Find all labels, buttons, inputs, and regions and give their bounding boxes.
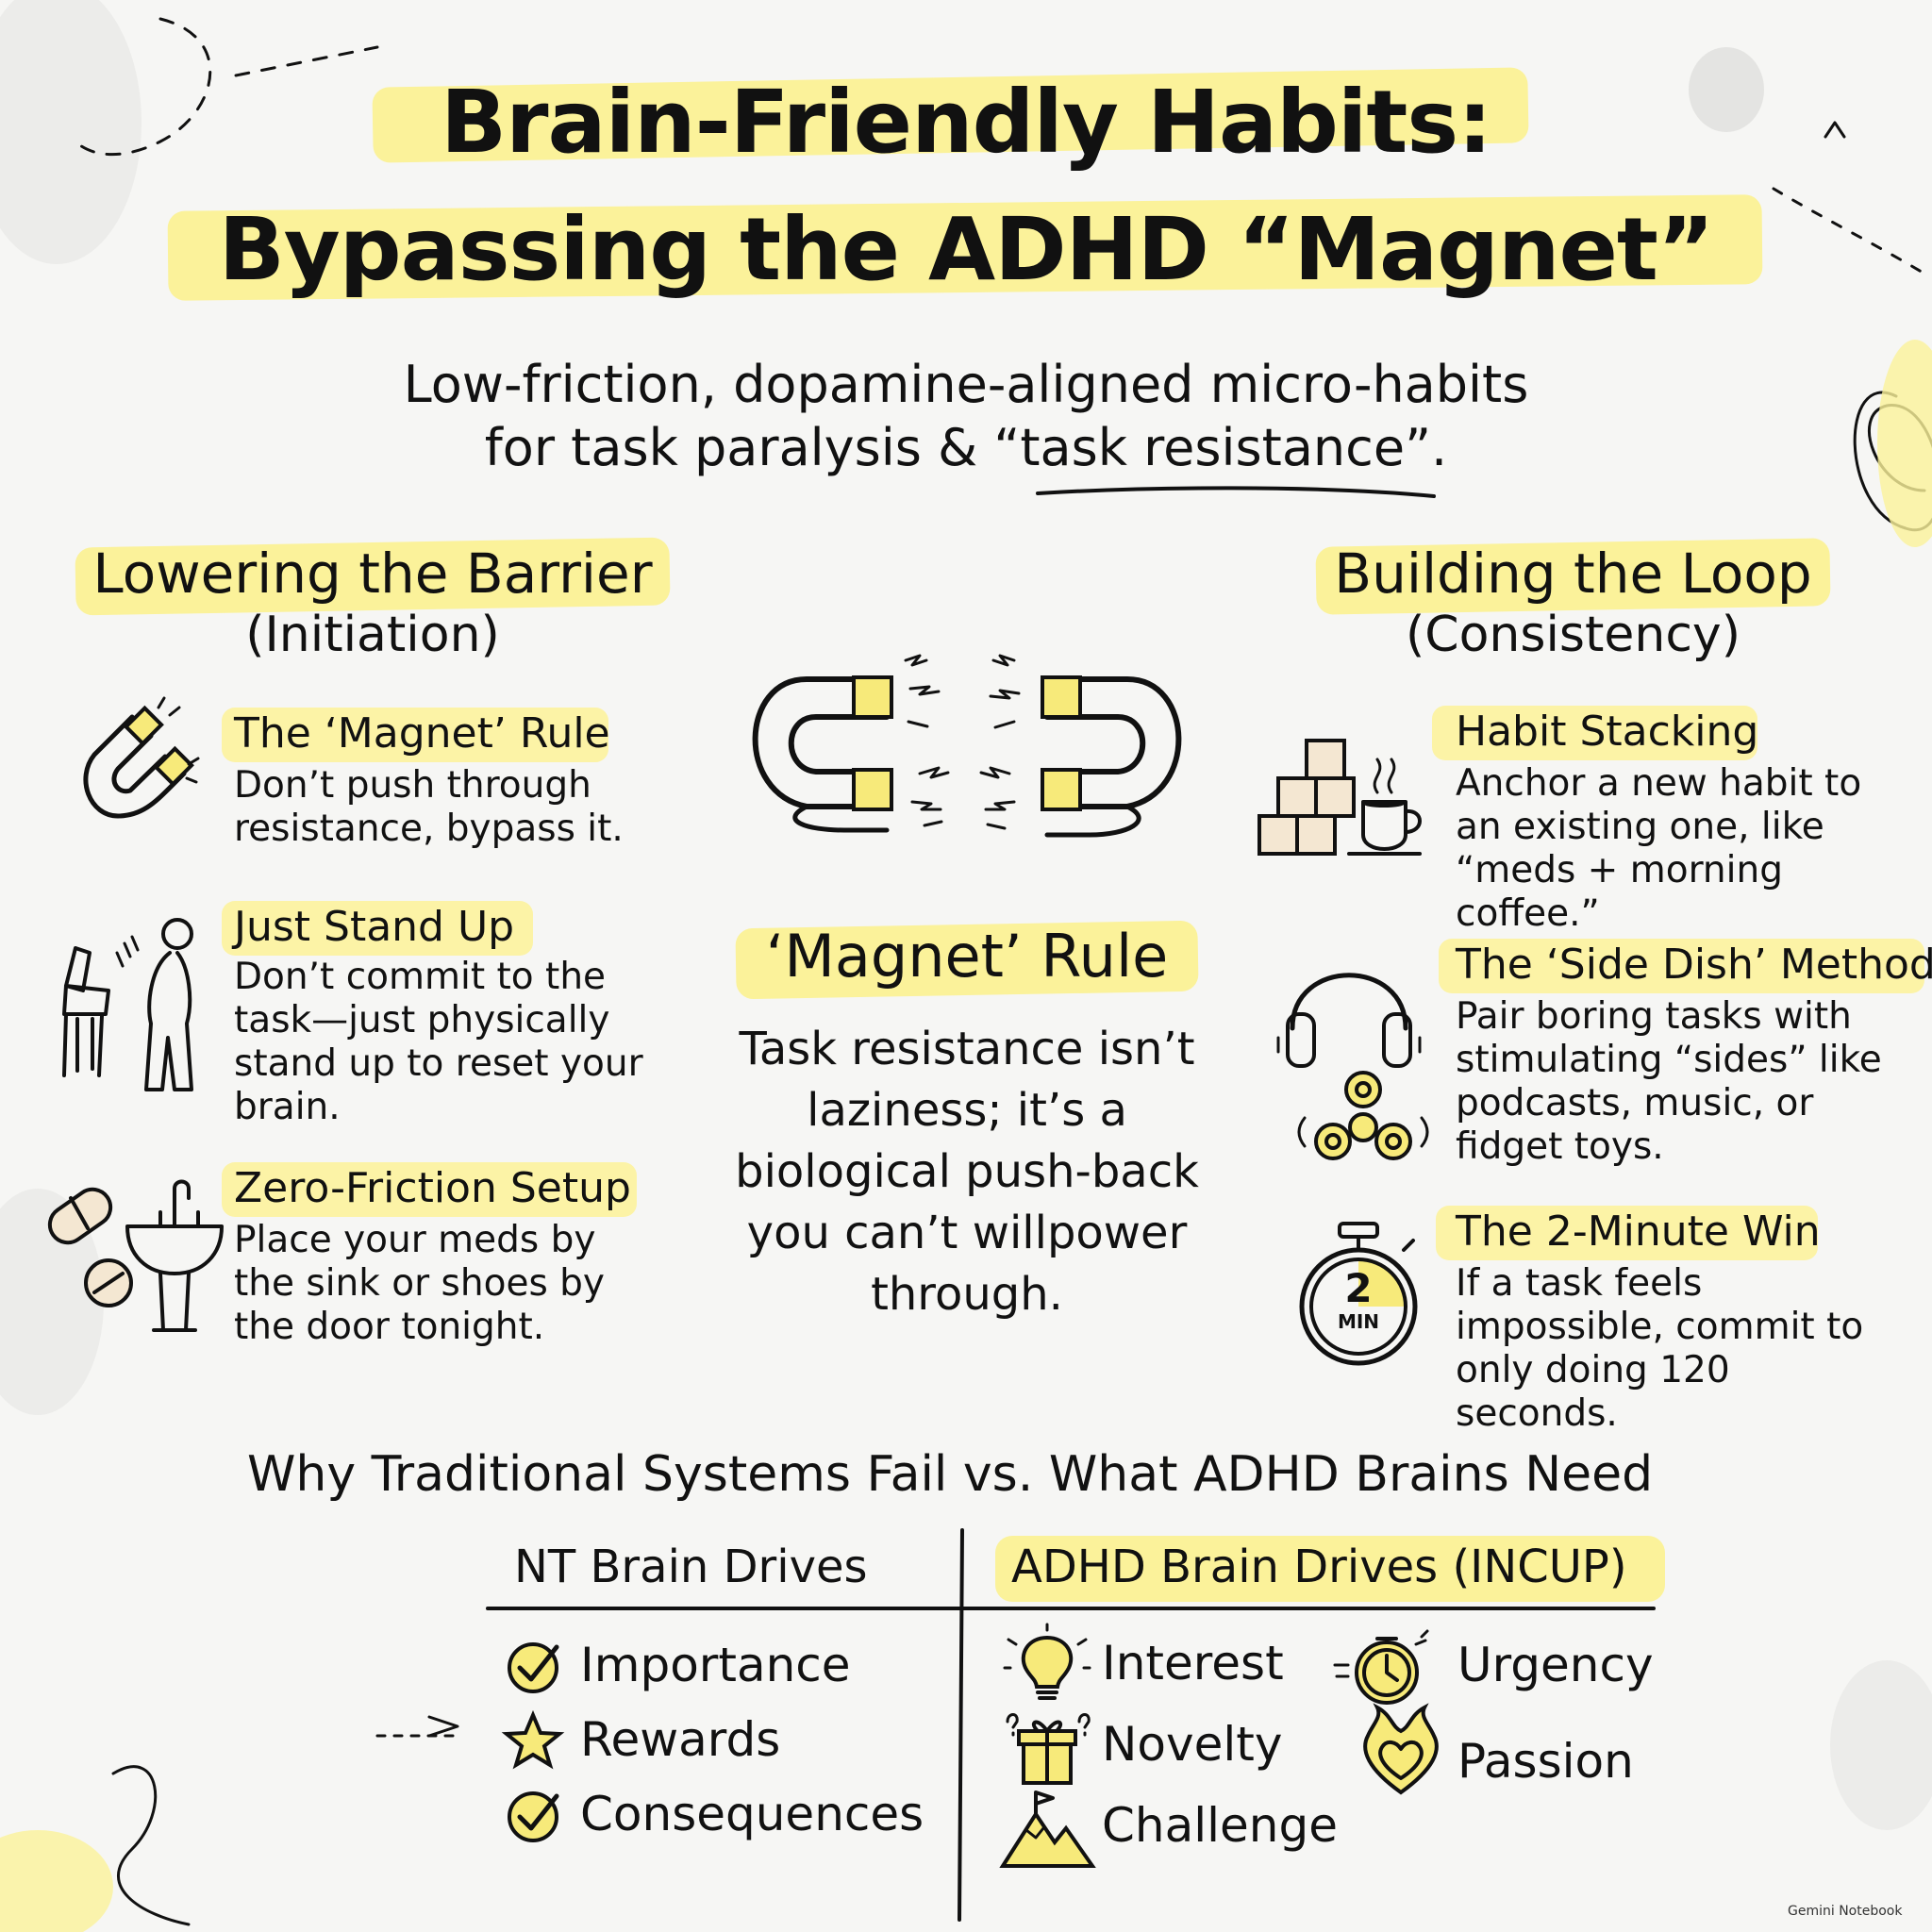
page-title: Brain-Friendly Habits: <box>441 72 1492 173</box>
item-body-side-dish: Pair boring tasks with stimulating “side… <box>1456 995 1882 1168</box>
standing-person-chair-icon <box>62 918 193 1091</box>
stopwatch-icon <box>1299 1222 1418 1366</box>
gift-icon <box>1006 1713 1091 1785</box>
nt-heading: NT Brain Drives <box>514 1541 868 1593</box>
headphones-spinner-icon <box>1276 973 1429 1160</box>
nt-item-importance: Importance <box>580 1638 851 1692</box>
item-title-two-minute-win: The 2-Minute Win <box>1456 1208 1821 1256</box>
item-title-side-dish: The ‘Side Dish’ Method <box>1456 941 1932 989</box>
item-body-two-minute-win: If a task feels impossible, commit to on… <box>1456 1262 1864 1435</box>
item-body-habit-stacking: Anchor a new habit to an existing one, l… <box>1456 762 1862 935</box>
subtitle: Low-friction, dopamine-aligned micro-hab… <box>403 355 1529 414</box>
blocks-coffee-icon <box>1257 739 1422 856</box>
nt-item-rewards: Rewards <box>580 1712 781 1767</box>
adhd-item-interest: Interest <box>1102 1636 1284 1690</box>
subtitle-line2: for task paralysis & “task resistance”. <box>484 418 1448 477</box>
item-title-highlight <box>1439 939 1924 993</box>
right-column-heading: Building the Loop <box>1334 541 1812 606</box>
right-column-subheading: (Consistency) <box>1406 607 1740 663</box>
item-title-just-stand-up: Just Stand Up <box>234 903 515 951</box>
item-title-habit-stacking: Habit Stacking <box>1456 708 1759 756</box>
item-title-highlight <box>222 1162 637 1217</box>
timer-number: 2 <box>1344 1265 1373 1311</box>
mountain-flag-icon <box>999 1790 1096 1868</box>
repelling-magnets-icon <box>752 654 1182 838</box>
comparison-heading: Why Traditional Systems Fail vs. What AD… <box>247 1446 1654 1503</box>
item-title-highlight <box>1436 1206 1818 1260</box>
item-body-just-stand-up: Don’t commit to the task—just physically… <box>234 956 643 1128</box>
adhd-item-urgency: Urgency <box>1457 1638 1654 1692</box>
item-title-highlight <box>222 708 608 762</box>
page-title-line2: Bypassing the ADHD “Magnet” <box>218 199 1715 300</box>
adhd-heading-highlight <box>995 1536 1665 1602</box>
nt-item-consequences: Consequences <box>580 1787 924 1841</box>
star-icon <box>501 1709 565 1770</box>
emphasis-underline <box>1036 486 1436 498</box>
watermark: Gemini Notebook <box>1788 1904 1903 1919</box>
left-column-heading: Lowering the Barrier <box>92 541 653 606</box>
item-title-magnet-rule: The ‘Magnet’ Rule <box>234 709 610 758</box>
magnet-icon <box>83 696 200 819</box>
adhd-item-passion: Passion <box>1457 1734 1634 1789</box>
subtitle-emphasis: task resistance <box>1020 418 1406 477</box>
check-icon <box>508 1791 559 1842</box>
flaming-heart-icon <box>1363 1703 1439 1795</box>
item-title-zero-friction: Zero-Friction Setup <box>234 1164 631 1212</box>
item-body-magnet-rule: Don’t push through resistance, bypass it… <box>234 764 624 850</box>
item-title-highlight <box>1432 706 1757 760</box>
pill-sink-icon <box>47 1179 224 1332</box>
lightbulb-icon <box>1003 1623 1091 1700</box>
item-body-zero-friction: Place your meds by the sink or shoes by … <box>234 1219 605 1348</box>
left-column-subheading: (Initiation) <box>245 607 500 663</box>
item-title-highlight <box>222 901 533 956</box>
alarm-clock-icon <box>1333 1629 1429 1705</box>
center-body: Task resistance isn’t laziness; it’s a b… <box>735 1023 1199 1321</box>
adhd-item-challenge: Challenge <box>1102 1798 1338 1853</box>
check-icon <box>508 1642 559 1693</box>
comparison-table-lines <box>486 1528 1656 1922</box>
adhd-heading: ADHD Brain Drives (INCUP) <box>1011 1541 1627 1593</box>
center-heading: ‘Magnet’ Rule <box>765 922 1169 991</box>
timer-unit: MIN <box>1337 1310 1380 1333</box>
adhd-item-novelty: Novelty <box>1102 1717 1283 1772</box>
